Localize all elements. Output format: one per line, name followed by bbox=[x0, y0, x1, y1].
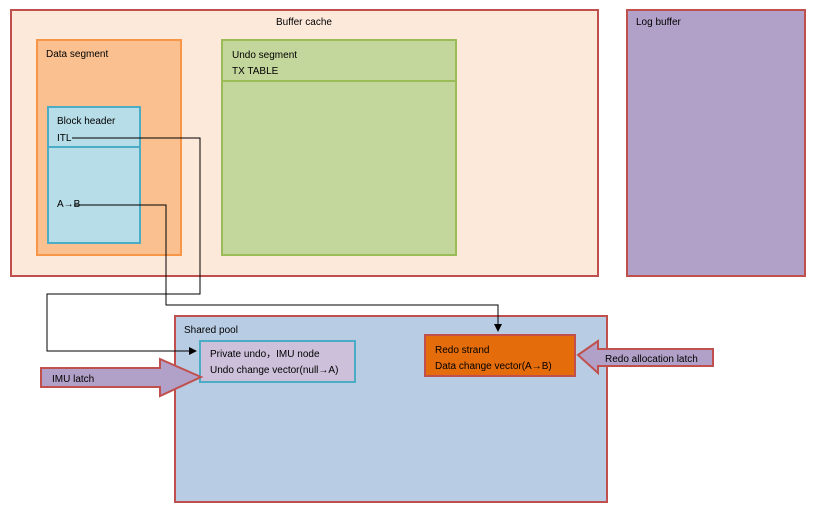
data-change-vector-label: Data change vector(A→B) bbox=[435, 361, 552, 372]
buffer-cache-label: Buffer cache bbox=[276, 17, 332, 28]
itl-label: ITL bbox=[57, 133, 72, 144]
block-divider bbox=[49, 146, 139, 148]
imu-node-title: Private undo，IMU node bbox=[210, 349, 320, 360]
block-header-label: Block header bbox=[57, 116, 116, 127]
redo-strand-title: Redo strand bbox=[435, 345, 490, 356]
imu-latch-label: IMU latch bbox=[52, 374, 94, 385]
undo-segment-box: Undo segment TX TABLE bbox=[221, 39, 457, 256]
row-change-label: A→B bbox=[57, 199, 81, 210]
log-buffer-box: Log buffer bbox=[626, 9, 806, 277]
undo-segment-label: Undo segment bbox=[232, 50, 298, 61]
redo-allocation-latch-label: Redo allocation latch bbox=[605, 354, 698, 365]
data-segment-label: Data segment bbox=[46, 49, 109, 60]
shared-pool-label: Shared pool bbox=[184, 325, 238, 336]
redo-strand-box: Redo strand Data change vector(A→B) bbox=[424, 334, 576, 377]
tx-table-label: TX TABLE bbox=[232, 66, 279, 77]
undo-segment-divider bbox=[223, 80, 455, 82]
log-buffer-label: Log buffer bbox=[636, 17, 681, 28]
undo-change-vector-label: Undo change vector(null→A) bbox=[210, 365, 339, 376]
imu-node-box: Private undo，IMU node Undo change vector… bbox=[199, 340, 356, 383]
block-box: Block header ITL A→B bbox=[47, 106, 141, 244]
